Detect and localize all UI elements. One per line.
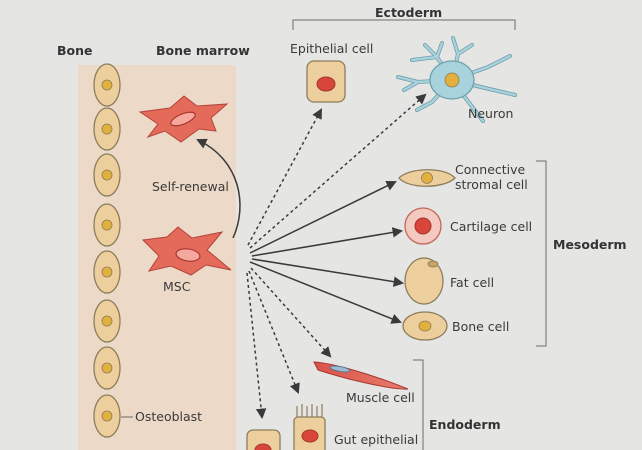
cartilage-cell-label: Cartilage cell bbox=[450, 219, 532, 234]
fat-cell-label: Fat cell bbox=[450, 275, 494, 290]
arrow-to-connective-stromal bbox=[249, 180, 397, 254]
osteoblast-cell bbox=[93, 107, 121, 151]
cartilage-cell bbox=[404, 207, 442, 245]
epithelial-cell bbox=[306, 60, 346, 103]
osteoblast-cell bbox=[93, 299, 121, 343]
mesoderm-label: Mesoderm bbox=[553, 237, 627, 252]
osteoblast-cell bbox=[93, 63, 121, 107]
transdifferentiation-arrows bbox=[246, 93, 427, 420]
osteoblast-cell bbox=[93, 394, 121, 438]
arrow-to-muscle bbox=[250, 267, 332, 358]
muscle-cell-label: Muscle cell bbox=[346, 390, 415, 405]
epithelial-cell-label: Epithelial cell bbox=[290, 41, 373, 56]
ectoderm-bracket bbox=[292, 19, 516, 30]
partial-cell-bottom bbox=[246, 429, 281, 450]
osteoblast-cell bbox=[93, 346, 121, 390]
arrow-to-bone-cell bbox=[249, 261, 402, 324]
neuron-cell bbox=[396, 36, 517, 123]
ectoderm-label: Ectoderm bbox=[375, 5, 442, 20]
msc-cell bbox=[141, 226, 232, 276]
arrow-to-fat bbox=[251, 258, 405, 287]
endoderm-bracket bbox=[413, 359, 424, 450]
connective-stromal-label-line2: stromal cell bbox=[455, 177, 528, 192]
osteoblast-cell bbox=[93, 250, 121, 294]
fat-cell bbox=[404, 257, 444, 305]
bone-label: Bone bbox=[57, 43, 93, 58]
osteoblast-column bbox=[93, 63, 121, 438]
self-renewal-label: Self-renewal bbox=[152, 179, 229, 194]
connective-stromal-cell bbox=[398, 169, 456, 187]
arrow-to-neuron bbox=[249, 93, 427, 249]
mesoderm-bracket bbox=[536, 160, 547, 347]
gut-epithelial-label: Gut epithelial bbox=[334, 432, 418, 447]
neuron-label: Neuron bbox=[468, 106, 513, 121]
muscle-cell bbox=[313, 361, 409, 390]
bone-cell bbox=[402, 311, 448, 341]
msc-self-renewed-cell bbox=[138, 95, 229, 143]
bone-cell-label: Bone cell bbox=[452, 319, 509, 334]
endoderm-label: Endoderm bbox=[429, 417, 501, 432]
mesoderm-arrows bbox=[249, 180, 405, 324]
osteoblast-cell bbox=[93, 203, 121, 247]
self-renewal-arrow bbox=[196, 138, 241, 239]
bone-marrow-label: Bone marrow bbox=[156, 43, 250, 58]
msc-label: MSC bbox=[163, 279, 191, 294]
arrow-to-cartilage bbox=[251, 227, 404, 257]
osteoblast-label: Osteoblast bbox=[135, 409, 202, 424]
connective-stromal-label-line1: Connective bbox=[455, 162, 526, 177]
gut-epithelial-cell bbox=[293, 404, 326, 450]
arrow-to-gut-epithelial bbox=[248, 270, 300, 394]
arrow-to-epithelial bbox=[247, 108, 322, 246]
arrow-to-partial-cell bbox=[246, 272, 267, 420]
osteoblast-cell bbox=[93, 153, 121, 197]
